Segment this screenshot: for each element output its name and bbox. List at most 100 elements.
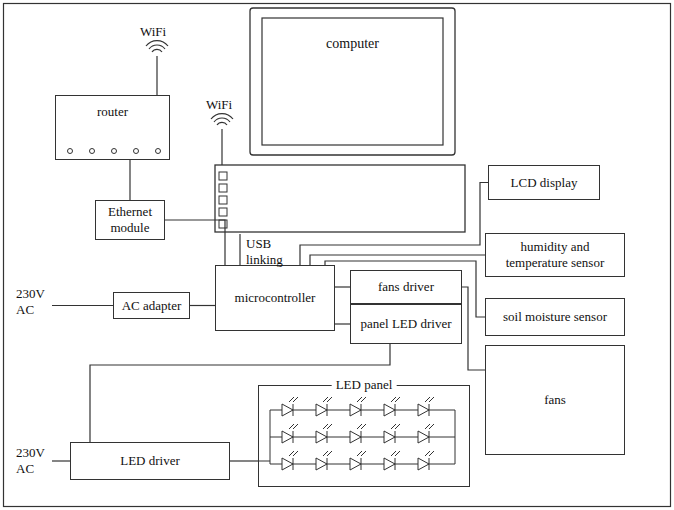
led-symbol	[282, 451, 298, 470]
diode-bar	[429, 431, 430, 443]
diode-bar	[429, 404, 430, 416]
port	[219, 196, 227, 204]
diode-bar	[429, 458, 430, 470]
wire-connector	[300, 183, 488, 266]
wire-connector	[165, 220, 225, 265]
wire-connector	[129, 160, 130, 200]
led-symbol	[282, 424, 298, 443]
antenna-label: WiFi	[206, 97, 242, 113]
node-label: panel LED driver	[361, 316, 452, 332]
sensor-box: soil moisture sensor	[485, 298, 625, 336]
diode-triangle	[316, 458, 327, 470]
led-symbol	[316, 397, 332, 416]
led-symbol	[384, 451, 400, 470]
node-label: microcontroller	[235, 290, 316, 306]
router-antenna	[146, 41, 168, 95]
led-symbol	[384, 424, 400, 443]
light-rays	[391, 424, 400, 429]
diode-triangle	[384, 404, 395, 416]
wire-connector	[310, 255, 485, 265]
light-rays	[289, 397, 298, 402]
diode-triangle	[316, 404, 327, 416]
diode-bar	[395, 431, 396, 443]
driver-box: LED driver	[70, 442, 230, 480]
node-label: LED panel	[332, 377, 397, 393]
mains-wire	[52, 305, 113, 306]
light-rays	[357, 397, 366, 402]
diode-triangle	[418, 431, 429, 443]
led-symbol	[350, 424, 366, 443]
mains-label: 230V AC	[16, 286, 50, 318]
light-rays	[289, 424, 298, 429]
diode-triangle	[384, 431, 395, 443]
monitor-bezel	[250, 8, 455, 155]
node-label: fans	[544, 392, 566, 408]
diode-bar	[327, 458, 328, 470]
wire-connector	[190, 305, 215, 306]
microcontroller-box: microcontroller	[215, 265, 335, 331]
link-label: USB linking	[246, 236, 294, 268]
led-symbol	[350, 397, 366, 416]
fans-box: fans	[485, 345, 625, 455]
wifi-waves	[211, 114, 233, 125]
diode-bar	[293, 404, 294, 416]
port	[112, 149, 117, 154]
ethernet-box: Ethernet module	[95, 200, 165, 240]
diode-bar	[361, 458, 362, 470]
diode-bar	[293, 458, 294, 470]
diode-triangle	[418, 458, 429, 470]
diode-triangle	[418, 404, 429, 416]
port	[219, 208, 227, 216]
diode-bar	[293, 431, 294, 443]
led-symbol	[384, 397, 400, 416]
node-label: soil moisture sensor	[503, 309, 607, 325]
light-rays	[357, 424, 366, 429]
port	[219, 172, 227, 180]
led-symbol	[418, 397, 434, 416]
computer-unit: computer	[213, 8, 467, 234]
led-symbol	[282, 397, 298, 416]
router-ports	[68, 149, 161, 154]
led-symbol	[418, 451, 434, 470]
wifi-waves	[146, 41, 168, 52]
node-label: router	[97, 104, 128, 120]
diode-bar	[361, 431, 362, 443]
wire-connector	[325, 261, 485, 317]
led-symbol	[350, 451, 366, 470]
light-rays	[391, 451, 400, 456]
mains-wire	[52, 460, 70, 461]
computer-antenna	[211, 114, 233, 165]
light-rays	[425, 451, 434, 456]
antenna-label: WiFi	[140, 24, 176, 40]
wire-connector	[239, 234, 240, 265]
adapter-box: AC adapter	[113, 292, 190, 319]
diode-triangle	[282, 458, 293, 470]
light-rays	[425, 397, 434, 402]
port	[90, 149, 95, 154]
light-rays	[425, 424, 434, 429]
driver-box: fans driver	[350, 270, 462, 304]
port	[219, 184, 227, 192]
led-symbol	[316, 451, 332, 470]
diode-triangle	[316, 431, 327, 443]
wire-connector	[335, 323, 350, 324]
diode-triangle	[350, 431, 361, 443]
port	[68, 149, 73, 154]
port	[156, 149, 161, 154]
wire-connector	[462, 287, 485, 370]
light-rays	[323, 424, 332, 429]
light-rays	[391, 397, 400, 402]
diode-triangle	[350, 404, 361, 416]
display-box: LCD display	[488, 165, 600, 200]
node-label: computer	[250, 36, 455, 52]
wire-connector	[230, 460, 258, 461]
light-rays	[289, 451, 298, 456]
node-label: LCD display	[511, 175, 578, 191]
light-rays	[357, 451, 366, 456]
diode-bar	[395, 404, 396, 416]
light-rays	[323, 397, 332, 402]
diode-bar	[327, 431, 328, 443]
antenna-mast	[156, 56, 157, 95]
diode-triangle	[282, 431, 293, 443]
